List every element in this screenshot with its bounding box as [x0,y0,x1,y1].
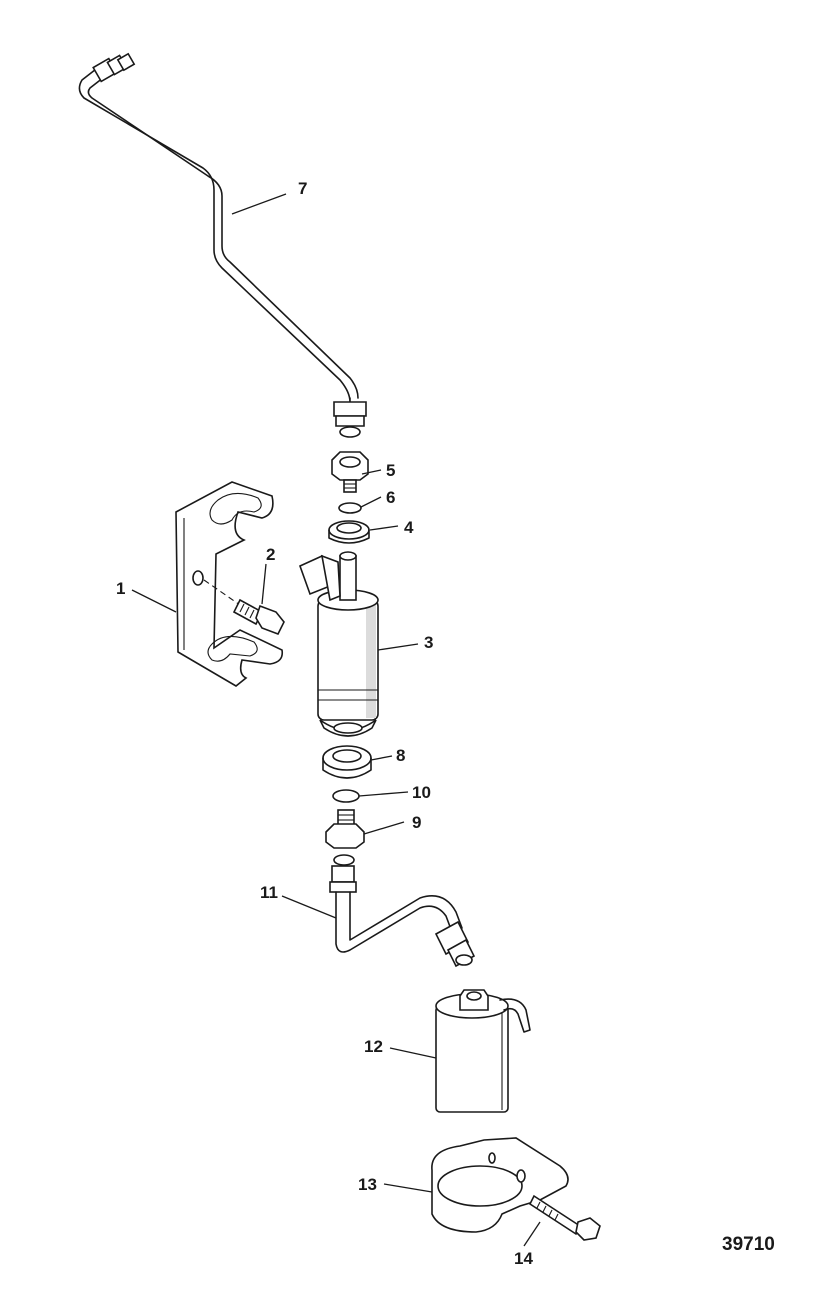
screw-14 [528,1194,601,1241]
callout-13: 13 [358,1175,377,1194]
drawing-reference-number: 39710 [722,1234,775,1255]
callout-9: 9 [412,813,421,832]
grommet-4 [328,520,370,544]
fitting-5 [331,451,369,493]
clamp-13 [431,1137,569,1233]
callout-11: 11 [260,883,278,902]
callout-7: 7 [298,179,307,198]
leader-lines [131,193,541,1247]
callout-4: 4 [404,518,414,537]
mounting-bracket [175,481,284,687]
fuel-line-upper [78,52,367,438]
grommet-8 [322,745,372,779]
filter-cover [435,989,531,1113]
callout-5: 5 [386,461,395,480]
callout-labels: 7 5 6 4 2 1 3 8 10 9 11 12 13 14 [116,179,533,1268]
callout-3: 3 [424,633,433,652]
callout-1: 1 [116,579,125,598]
callout-12: 12 [364,1037,383,1056]
fuel-line-lower [329,854,476,968]
callout-14: 14 [514,1249,533,1268]
o-ring-10 [332,789,360,803]
electric-fuel-pump [298,551,379,737]
callout-2: 2 [266,545,275,564]
callout-8: 8 [396,746,405,765]
bolt-2 [203,579,285,636]
fitting-9 [325,809,365,849]
o-ring-6 [338,502,362,514]
callout-6: 6 [386,488,395,507]
callout-10: 10 [412,783,431,802]
